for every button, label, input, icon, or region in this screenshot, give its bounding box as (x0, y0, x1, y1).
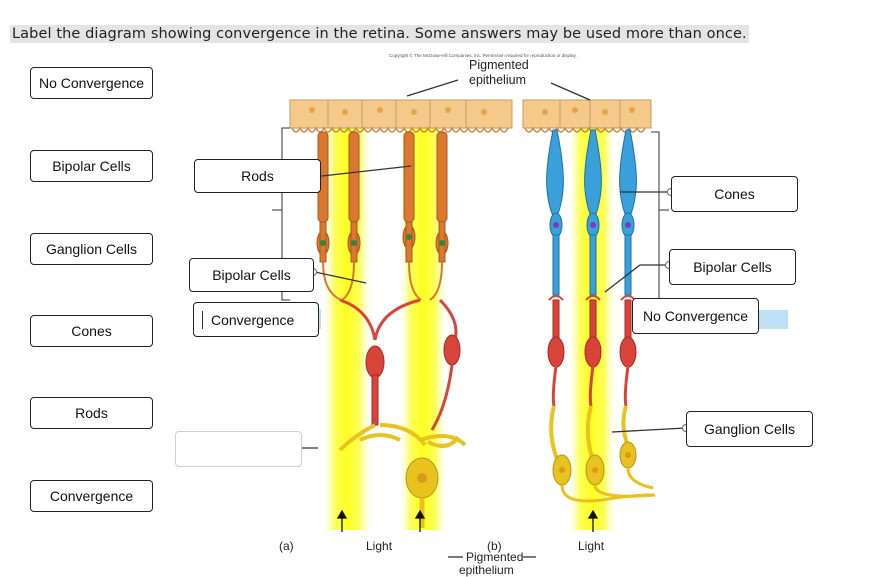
leader-lines (296, 79, 687, 558)
panel-b-label: (b) (487, 539, 502, 553)
bipolar-cells-a (339, 298, 461, 431)
text-caret (202, 310, 203, 329)
bank-item-cones[interactable]: Cones (30, 315, 153, 347)
bank-item-ganglion-cells[interactable]: Ganglion Cells (30, 233, 153, 265)
selection-highlight-right (758, 310, 788, 329)
pigmented-epithelium-b (522, 99, 652, 133)
pigmented-epithelium-bottom-line2: epithelium (459, 563, 514, 577)
cone-cells (546, 129, 637, 296)
light-beams (322, 125, 617, 530)
copyright-notice: Copyright © The McGraw-Hill Companies, I… (389, 53, 577, 58)
light-label-b: Light (578, 539, 605, 553)
convergence-label-text: Convergence (211, 311, 295, 328)
drop-target-rods[interactable]: Rods (194, 159, 321, 193)
bank-item-convergence[interactable]: Convergence (30, 480, 153, 512)
instruction-text: Label the diagram showing convergence in… (10, 25, 749, 43)
pigmented-epithelium-a (289, 99, 513, 133)
panel-a-label: (a) (279, 539, 294, 553)
drop-target-bipolar-left[interactable]: Bipolar Cells (189, 258, 314, 292)
bipolar-cells-b (547, 299, 637, 407)
bank-item-bipolar-cells[interactable]: Bipolar Cells (30, 150, 153, 182)
pigmented-epithelium-top-line2: epithelium (469, 73, 526, 87)
pigmented-epithelium-bottom-line1: Pigmented (466, 550, 524, 564)
drop-target-no-convergence[interactable]: No Convergence (632, 298, 759, 334)
light-label-a: Light (366, 539, 393, 553)
drop-target-cones[interactable]: Cones (671, 176, 798, 212)
bank-item-no-convergence[interactable]: No Convergence (30, 67, 153, 99)
drop-target-empty[interactable] (175, 431, 302, 467)
drop-target-convergence[interactable]: Convergence (193, 302, 319, 337)
ganglion-cell-a (338, 423, 467, 528)
ganglion-cells-b (549, 405, 656, 503)
bank-item-rods[interactable]: Rods (30, 397, 153, 429)
pigmented-epithelium-top-line1: Pigmented (469, 58, 529, 72)
drop-target-bipolar-right[interactable]: Bipolar Cells (669, 249, 796, 285)
light-arrows (336, 509, 599, 532)
drop-target-ganglion[interactable]: Ganglion Cells (686, 411, 813, 447)
